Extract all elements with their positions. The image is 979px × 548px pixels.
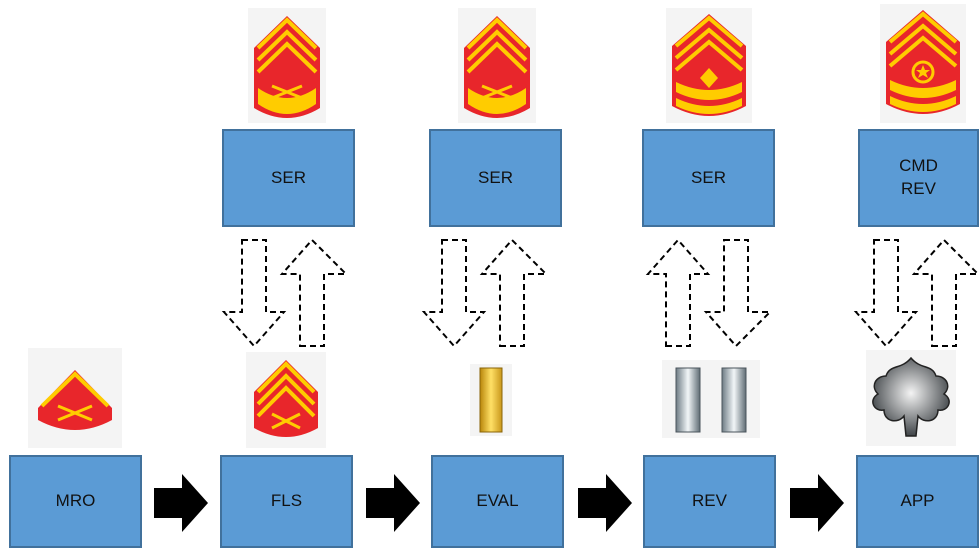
- box-label: SER: [691, 167, 726, 187]
- second-lieutenant-gold-bar-icon: [470, 364, 512, 436]
- bottom-box-app: APP: [856, 455, 979, 548]
- top-box-2: SER: [429, 129, 562, 227]
- staff-sergeant-chevron-icon: [458, 8, 536, 123]
- down-up-arrows-icon: [852, 236, 979, 350]
- sergeant-chevron-icon: [246, 352, 326, 448]
- right-arrow-icon: [576, 472, 634, 534]
- up-down-arrows-icon: [644, 236, 774, 350]
- down-up-arrows-icon: [420, 236, 550, 350]
- box-label: FLS: [270, 491, 303, 511]
- sergeant-major-chevron-icon: [880, 4, 966, 123]
- right-arrow-icon: [788, 472, 846, 534]
- lance-corporal-chevron-icon: [28, 348, 122, 448]
- box-label: APP: [900, 491, 935, 511]
- box-label: EVAL: [476, 491, 519, 511]
- right-arrow-icon: [152, 472, 210, 534]
- top-box-4: CMD REV: [858, 129, 979, 227]
- bottom-box-eval: EVAL: [431, 455, 564, 548]
- bottom-box-mro: MRO: [9, 455, 142, 548]
- bottom-box-fls: FLS: [220, 455, 353, 548]
- right-arrow-icon: [364, 472, 422, 534]
- first-sergeant-chevron-icon: [666, 8, 752, 123]
- lieutenant-colonel-oak-leaf-icon: [866, 350, 956, 446]
- box-label: SER: [478, 167, 513, 187]
- box-label: REV: [692, 491, 727, 511]
- box-label: CMD REV: [899, 156, 938, 198]
- box-label: SER: [271, 167, 306, 187]
- top-box-3: SER: [642, 129, 775, 227]
- staff-sergeant-chevron-icon: [248, 8, 326, 123]
- top-box-1: SER: [222, 129, 355, 227]
- box-label: MRO: [55, 491, 96, 511]
- bottom-box-rev: REV: [643, 455, 776, 548]
- captain-silver-bars-icon: [662, 360, 760, 438]
- down-up-arrows-icon: [220, 236, 350, 350]
